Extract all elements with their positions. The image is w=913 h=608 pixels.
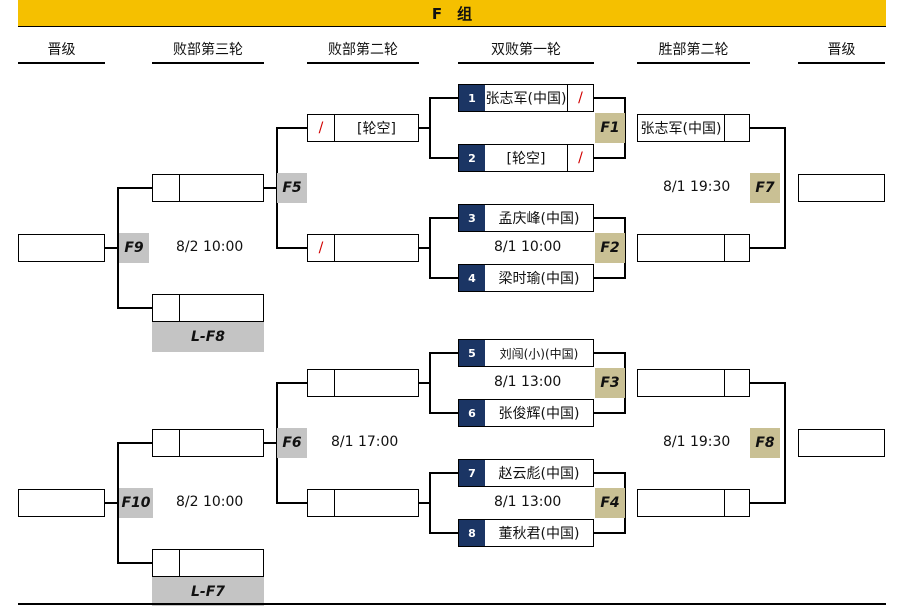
first-round-slot-2: 2 [轮空] / [458, 144, 594, 172]
player-name [179, 295, 263, 321]
winners-r2-slot-3 [637, 369, 750, 397]
seed-number: 6 [459, 400, 485, 426]
loser-feed-label: L-F8 [152, 322, 264, 352]
score-cell [153, 430, 179, 456]
group-header: F 组 [18, 0, 886, 27]
winners-r2-slot-1: 张志军(中国) [637, 114, 750, 142]
score-cell [724, 115, 749, 141]
bottom-rule [18, 603, 886, 605]
match-time-f3: 8/1 13:00 [494, 374, 562, 390]
first-round-slot-6: 6 张俊辉(中国) [458, 399, 594, 427]
seed-number: 1 [459, 85, 485, 111]
bye-mark: / [318, 120, 324, 136]
player-name: [轮空] [334, 115, 418, 141]
match-tag-f4: F4 [595, 488, 625, 518]
score-cell [153, 550, 179, 576]
player-name: 赵云彪(中国) [498, 466, 580, 482]
seed-number: 5 [459, 340, 485, 366]
first-round-slot-4: 4 梁时瑜(中国) [458, 264, 594, 292]
match-tag-f10: F10 [119, 488, 153, 518]
match-time-f8: 8/1 19:30 [663, 434, 731, 450]
score-cell [153, 295, 179, 321]
col-title-losers-r2: 败部第二轮 [307, 40, 419, 64]
player-name [334, 235, 418, 261]
winners-r2-slot-2 [637, 234, 750, 262]
match-tag-f1: F1 [595, 113, 625, 143]
player-name: 刘闯(小)(中国) [499, 346, 579, 361]
first-round-slot-5: 5 刘闯(小)(中国) [458, 339, 594, 367]
seed-number: 4 [459, 265, 485, 291]
player-name: 张志军(中国) [640, 121, 722, 137]
match-tag-f2: F2 [595, 233, 625, 263]
player-name: 孟庆峰(中国) [498, 211, 580, 227]
seed-number: 3 [459, 205, 485, 231]
player-name: 张志军(中国) [485, 91, 567, 107]
player-name: 张俊辉(中国) [498, 406, 580, 422]
player-name [638, 490, 724, 516]
losers-r3-slot-2 [152, 294, 264, 322]
winners-r2-slot-4 [637, 489, 750, 517]
col-title-double-elim-r1: 双败第一轮 [458, 40, 594, 64]
player-name [179, 175, 263, 201]
bye-mark: / [567, 145, 593, 171]
losers-r2-slot-1: / [轮空] [307, 114, 419, 142]
advance-left-slot-1 [18, 234, 105, 262]
match-time-f9: 8/2 10:00 [176, 239, 244, 255]
match-time-f2: 8/1 10:00 [494, 239, 562, 255]
match-tag-f5: F5 [277, 173, 307, 203]
first-round-slot-3: 3 孟庆峰(中国) [458, 204, 594, 232]
losers-r3-slot-3 [152, 429, 264, 457]
match-tag-f3: F3 [595, 368, 625, 398]
losers-r2-slot-2: / [307, 234, 419, 262]
match-tag-f8: F8 [750, 428, 780, 458]
player-name [638, 235, 724, 261]
col-title-winners-r2: 胜部第二轮 [637, 40, 750, 64]
player-name [334, 370, 418, 396]
losers-r3-slot-1 [152, 174, 264, 202]
bye-mark: / [318, 240, 324, 256]
first-round-slot-7: 7 赵云彪(中国) [458, 459, 594, 487]
match-time-f7: 8/1 19:30 [663, 179, 731, 195]
bye-mark: / [567, 85, 593, 111]
player-name: 梁时瑜(中国) [498, 271, 580, 287]
match-time-f4: 8/1 13:00 [494, 494, 562, 510]
match-tag-f6: F6 [277, 428, 307, 458]
score-cell [724, 490, 749, 516]
first-round-slot-8: 8 董秋君(中国) [458, 519, 594, 547]
score-cell [308, 370, 334, 396]
player-name [179, 430, 263, 456]
player-name [179, 550, 263, 576]
player-name: 董秋君(中国) [498, 526, 580, 542]
first-round-slot-1: 1 张志军(中国) / [458, 84, 594, 112]
player-name [334, 490, 418, 516]
score-cell [724, 370, 749, 396]
score-cell [153, 175, 179, 201]
advance-left-slot-2 [18, 489, 105, 517]
match-tag-f7: F7 [750, 173, 780, 203]
loser-feed-label: L-F7 [152, 577, 264, 606]
losers-r2-slot-4 [307, 489, 419, 517]
seed-number: 8 [459, 520, 485, 546]
seed-number: 2 [459, 145, 485, 171]
player-name [638, 370, 724, 396]
seed-number: 7 [459, 460, 485, 486]
col-title-advance-left: 晋级 [18, 40, 105, 64]
match-tag-f9: F9 [119, 233, 149, 263]
score-cell [308, 490, 334, 516]
match-time-f10: 8/2 10:00 [176, 494, 244, 510]
player-name: [轮空] [506, 151, 546, 167]
match-time-f6: 8/1 17:00 [331, 434, 399, 450]
advance-right-slot-2 [798, 429, 885, 457]
col-title-advance-right: 晋级 [798, 40, 885, 64]
losers-r3-slot-4 [152, 549, 264, 577]
losers-r2-slot-3 [307, 369, 419, 397]
score-cell [724, 235, 749, 261]
advance-right-slot-1 [798, 174, 885, 202]
group-title: F 组 [431, 4, 473, 23]
col-title-losers-r3: 败部第三轮 [152, 40, 264, 64]
